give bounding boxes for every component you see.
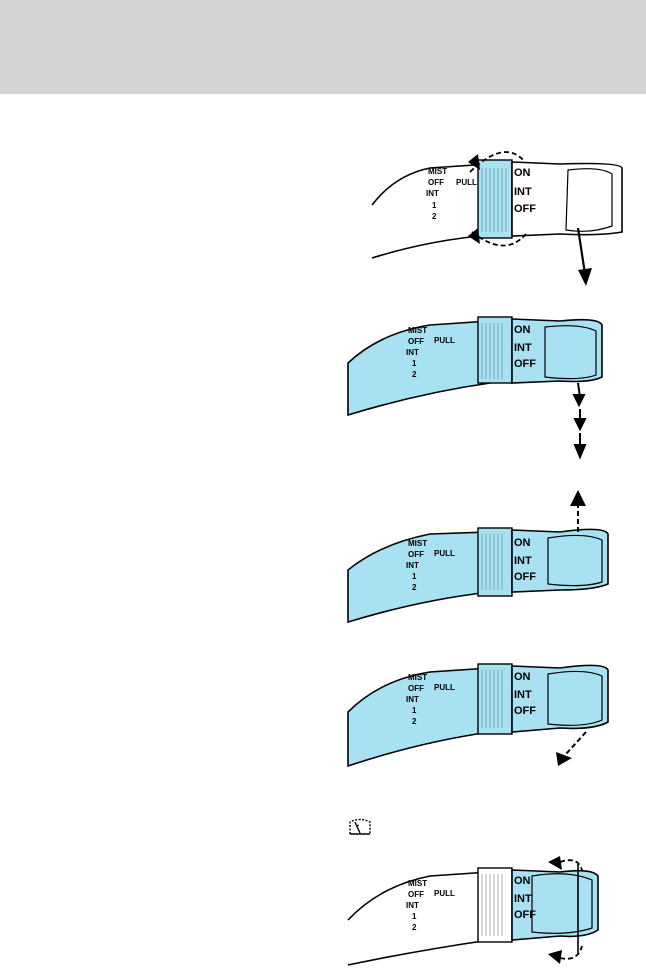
svg-text:OFF: OFF: [408, 337, 424, 346]
svg-text:2: 2: [412, 717, 417, 726]
label-rear-int: INT: [514, 186, 532, 198]
svg-text:INT: INT: [406, 561, 419, 570]
label-rear-off: OFF: [514, 203, 536, 215]
stalk-illustration-rotate-end: MIST OFF INT 1 2 PULL ON INT OFF: [0, 850, 646, 970]
stalk-illustration-rotate-ring: MIST OFF INT 1 2 PULL ON INT OFF: [0, 140, 646, 290]
stalk-illustration-pull-toward: MIST OFF INT 1 2 PULL ON INT OFF: [0, 648, 646, 778]
svg-text:MIST: MIST: [408, 879, 427, 888]
svg-text:INT: INT: [406, 901, 419, 910]
svg-text:PULL: PULL: [434, 683, 455, 692]
svg-text:INT: INT: [514, 689, 532, 701]
label-rear-on: ON: [514, 167, 531, 179]
svg-text:OFF: OFF: [514, 358, 536, 370]
svg-text:MIST: MIST: [408, 673, 427, 682]
label-1: 1: [432, 201, 437, 210]
svg-text:OFF: OFF: [514, 909, 536, 921]
svg-text:1: 1: [412, 912, 417, 921]
svg-text:OFF: OFF: [514, 571, 536, 583]
svg-text:MIST: MIST: [408, 326, 427, 335]
svg-text:PULL: PULL: [434, 889, 455, 898]
label-2: 2: [432, 212, 437, 221]
label-mist: MIST: [428, 167, 447, 176]
svg-text:2: 2: [412, 370, 417, 379]
svg-text:INT: INT: [406, 348, 419, 357]
label-pull: PULL: [456, 178, 477, 187]
svg-text:1: 1: [412, 359, 417, 368]
label-int: INT: [426, 189, 439, 198]
svg-text:INT: INT: [514, 342, 532, 354]
svg-text:INT: INT: [406, 695, 419, 704]
svg-text:ON: ON: [514, 875, 531, 887]
svg-text:INT: INT: [514, 555, 532, 567]
svg-text:OFF: OFF: [408, 684, 424, 693]
page-header-bar: [0, 0, 646, 94]
svg-text:ON: ON: [514, 671, 531, 683]
svg-text:OFF: OFF: [408, 550, 424, 559]
svg-text:MIST: MIST: [408, 539, 427, 548]
label-off: OFF: [428, 178, 444, 187]
stalk-illustration-push-down: MIST OFF INT 1 2 PULL ON INT OFF: [0, 305, 646, 465]
svg-text:OFF: OFF: [514, 705, 536, 717]
svg-text:2: 2: [412, 923, 417, 932]
svg-text:PULL: PULL: [434, 336, 455, 345]
svg-text:2: 2: [412, 583, 417, 592]
stalk-illustration-lift-up: MIST OFF INT 1 2 PULL ON INT OFF: [0, 482, 646, 632]
svg-text:1: 1: [412, 706, 417, 715]
svg-text:1: 1: [412, 572, 417, 581]
svg-text:INT: INT: [514, 893, 532, 905]
svg-text:OFF: OFF: [408, 890, 424, 899]
svg-text:ON: ON: [514, 324, 531, 336]
svg-text:PULL: PULL: [434, 549, 455, 558]
rear-wiper-icon: [349, 818, 371, 835]
svg-text:ON: ON: [514, 537, 531, 549]
